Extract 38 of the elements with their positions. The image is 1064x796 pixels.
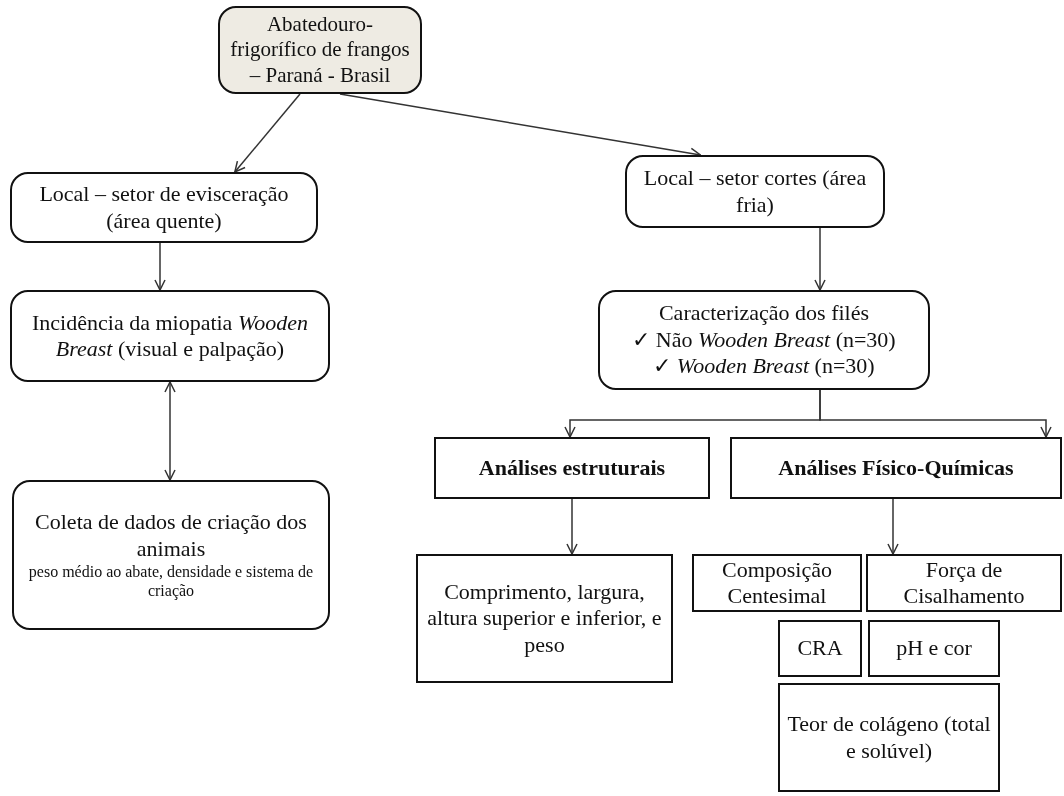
arrow [819, 389, 1052, 438]
box-text: Composição Centesimal [721, 556, 833, 610]
process-box [416, 554, 673, 683]
box-text: Local – setor cortes (área fria) [642, 165, 868, 218]
box-text: Análises estruturais [478, 454, 666, 482]
box-text: CRA [797, 635, 843, 662]
process-box [778, 620, 862, 677]
process-box [692, 554, 862, 612]
box-text: Abatedouro-frigorífico de frangos – Paraná - Brasil [229, 12, 411, 88]
process-box [434, 437, 710, 499]
arrow [814, 227, 826, 291]
box-text: Caracterização dos filés [658, 300, 870, 327]
box-text: peso médio ao abate, densidade e sistema de criação [27, 562, 315, 601]
arrow [154, 242, 166, 291]
box-text: pH e cor [896, 635, 972, 662]
box-text: Coleta de dados de criação dos animais [34, 509, 308, 563]
rounded-box [10, 290, 330, 382]
process-box [866, 554, 1062, 612]
arrow [887, 498, 899, 555]
rounded-box [598, 290, 930, 390]
box-text: Local – setor de evisceração (área quente) [38, 181, 290, 234]
box-text: ✓ Não Wooden Breast (n=30) [632, 326, 896, 354]
box-text: Incidência da miopatia Wooden Breast (visual e palpação) [31, 309, 309, 363]
process-box [868, 620, 1000, 677]
arrow [164, 381, 176, 481]
rounded-box [12, 480, 330, 630]
box-text: Teor de colágeno (total e solúvel) [786, 711, 992, 764]
box-text: Análises Físico-Químicas [778, 454, 1014, 482]
rounded-box [218, 6, 422, 94]
box-text: Comprimento, largura, altura superior e inferior, e peso [426, 578, 663, 659]
arrow [234, 93, 301, 173]
box-text: Força de Cisalhamento [902, 556, 1026, 610]
arrow [566, 498, 578, 555]
box-text: ✓ Wooden Breast (n=30) [653, 353, 875, 380]
rounded-box [10, 172, 318, 243]
process-box [778, 683, 1000, 792]
rounded-box [625, 155, 885, 228]
process-box [730, 437, 1062, 499]
